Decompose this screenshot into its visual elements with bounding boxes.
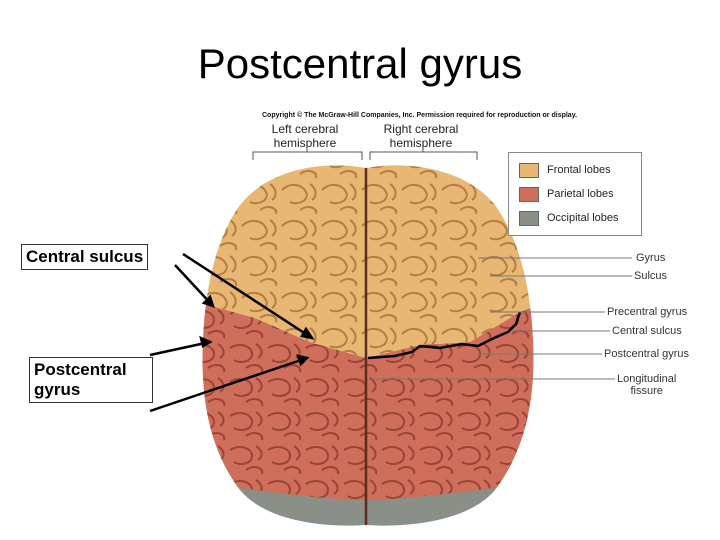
- parietal-gyri: [202, 300, 534, 500]
- legend-item-frontal: Frontal lobes: [519, 162, 611, 178]
- precentral-gyrus-label: Precentral gyrus: [607, 306, 688, 318]
- longitudinal-line2: fissure: [630, 385, 663, 397]
- right-hemisphere-label: Right cerebral hemisphere: [366, 122, 476, 150]
- legend-item-parietal: Parietal lobes: [519, 186, 614, 202]
- left-hemisphere-line2: hemisphere: [273, 136, 337, 150]
- sulcus-label: Sulcus: [634, 270, 668, 282]
- frontal-swatch: [519, 162, 539, 178]
- legend-label-parietal: Parietal lobes: [547, 188, 614, 200]
- occipital-swatch: [519, 210, 539, 226]
- callout-arrows: [149, 252, 315, 413]
- gyrus-label: Gyrus: [636, 252, 666, 264]
- copyright-notice: Copyright © The McGraw-Hill Companies, I…: [262, 112, 578, 119]
- postcentral-gyrus-label: Postcentral gyrus: [604, 348, 689, 360]
- frontal-gyri: [202, 165, 534, 358]
- page-title: Postcentral gyrus: [197, 40, 523, 87]
- legend-item-occipital: Occipital lobes: [519, 210, 619, 226]
- longitudinal-fissure-label: Longitudinal fissure: [617, 373, 676, 397]
- legend-label-frontal: Frontal lobes: [547, 164, 611, 176]
- right-hemisphere-bracket: [369, 148, 478, 160]
- postcentral-callout-line2: gyrus: [34, 380, 81, 399]
- left-hemisphere-label: Left cerebral hemisphere: [250, 122, 360, 150]
- postcentral-gyrus-callout: Postcentral gyrus: [29, 357, 153, 403]
- postcentral-callout-line1: Postcentral: [34, 360, 127, 379]
- right-hemisphere-line1: Right cerebral: [383, 122, 459, 136]
- longitudinal-line1: Longitudinal: [617, 373, 677, 385]
- legend: Frontal lobes Parietal lobes Occipital l…: [508, 152, 642, 236]
- left-hemisphere-bracket: [252, 148, 363, 160]
- parietal-swatch: [519, 186, 539, 202]
- leader-lines: [372, 257, 632, 380]
- legend-label-occipital: Occipital lobes: [547, 212, 619, 224]
- left-hemisphere-line1: Left cerebral: [271, 122, 339, 136]
- central-sulcus-callout: Central sulcus: [21, 244, 149, 270]
- right-hemisphere-line2: hemisphere: [389, 136, 453, 150]
- central-sulcus-label: Central sulcus: [612, 325, 682, 337]
- central-sulcus-line: [367, 311, 522, 360]
